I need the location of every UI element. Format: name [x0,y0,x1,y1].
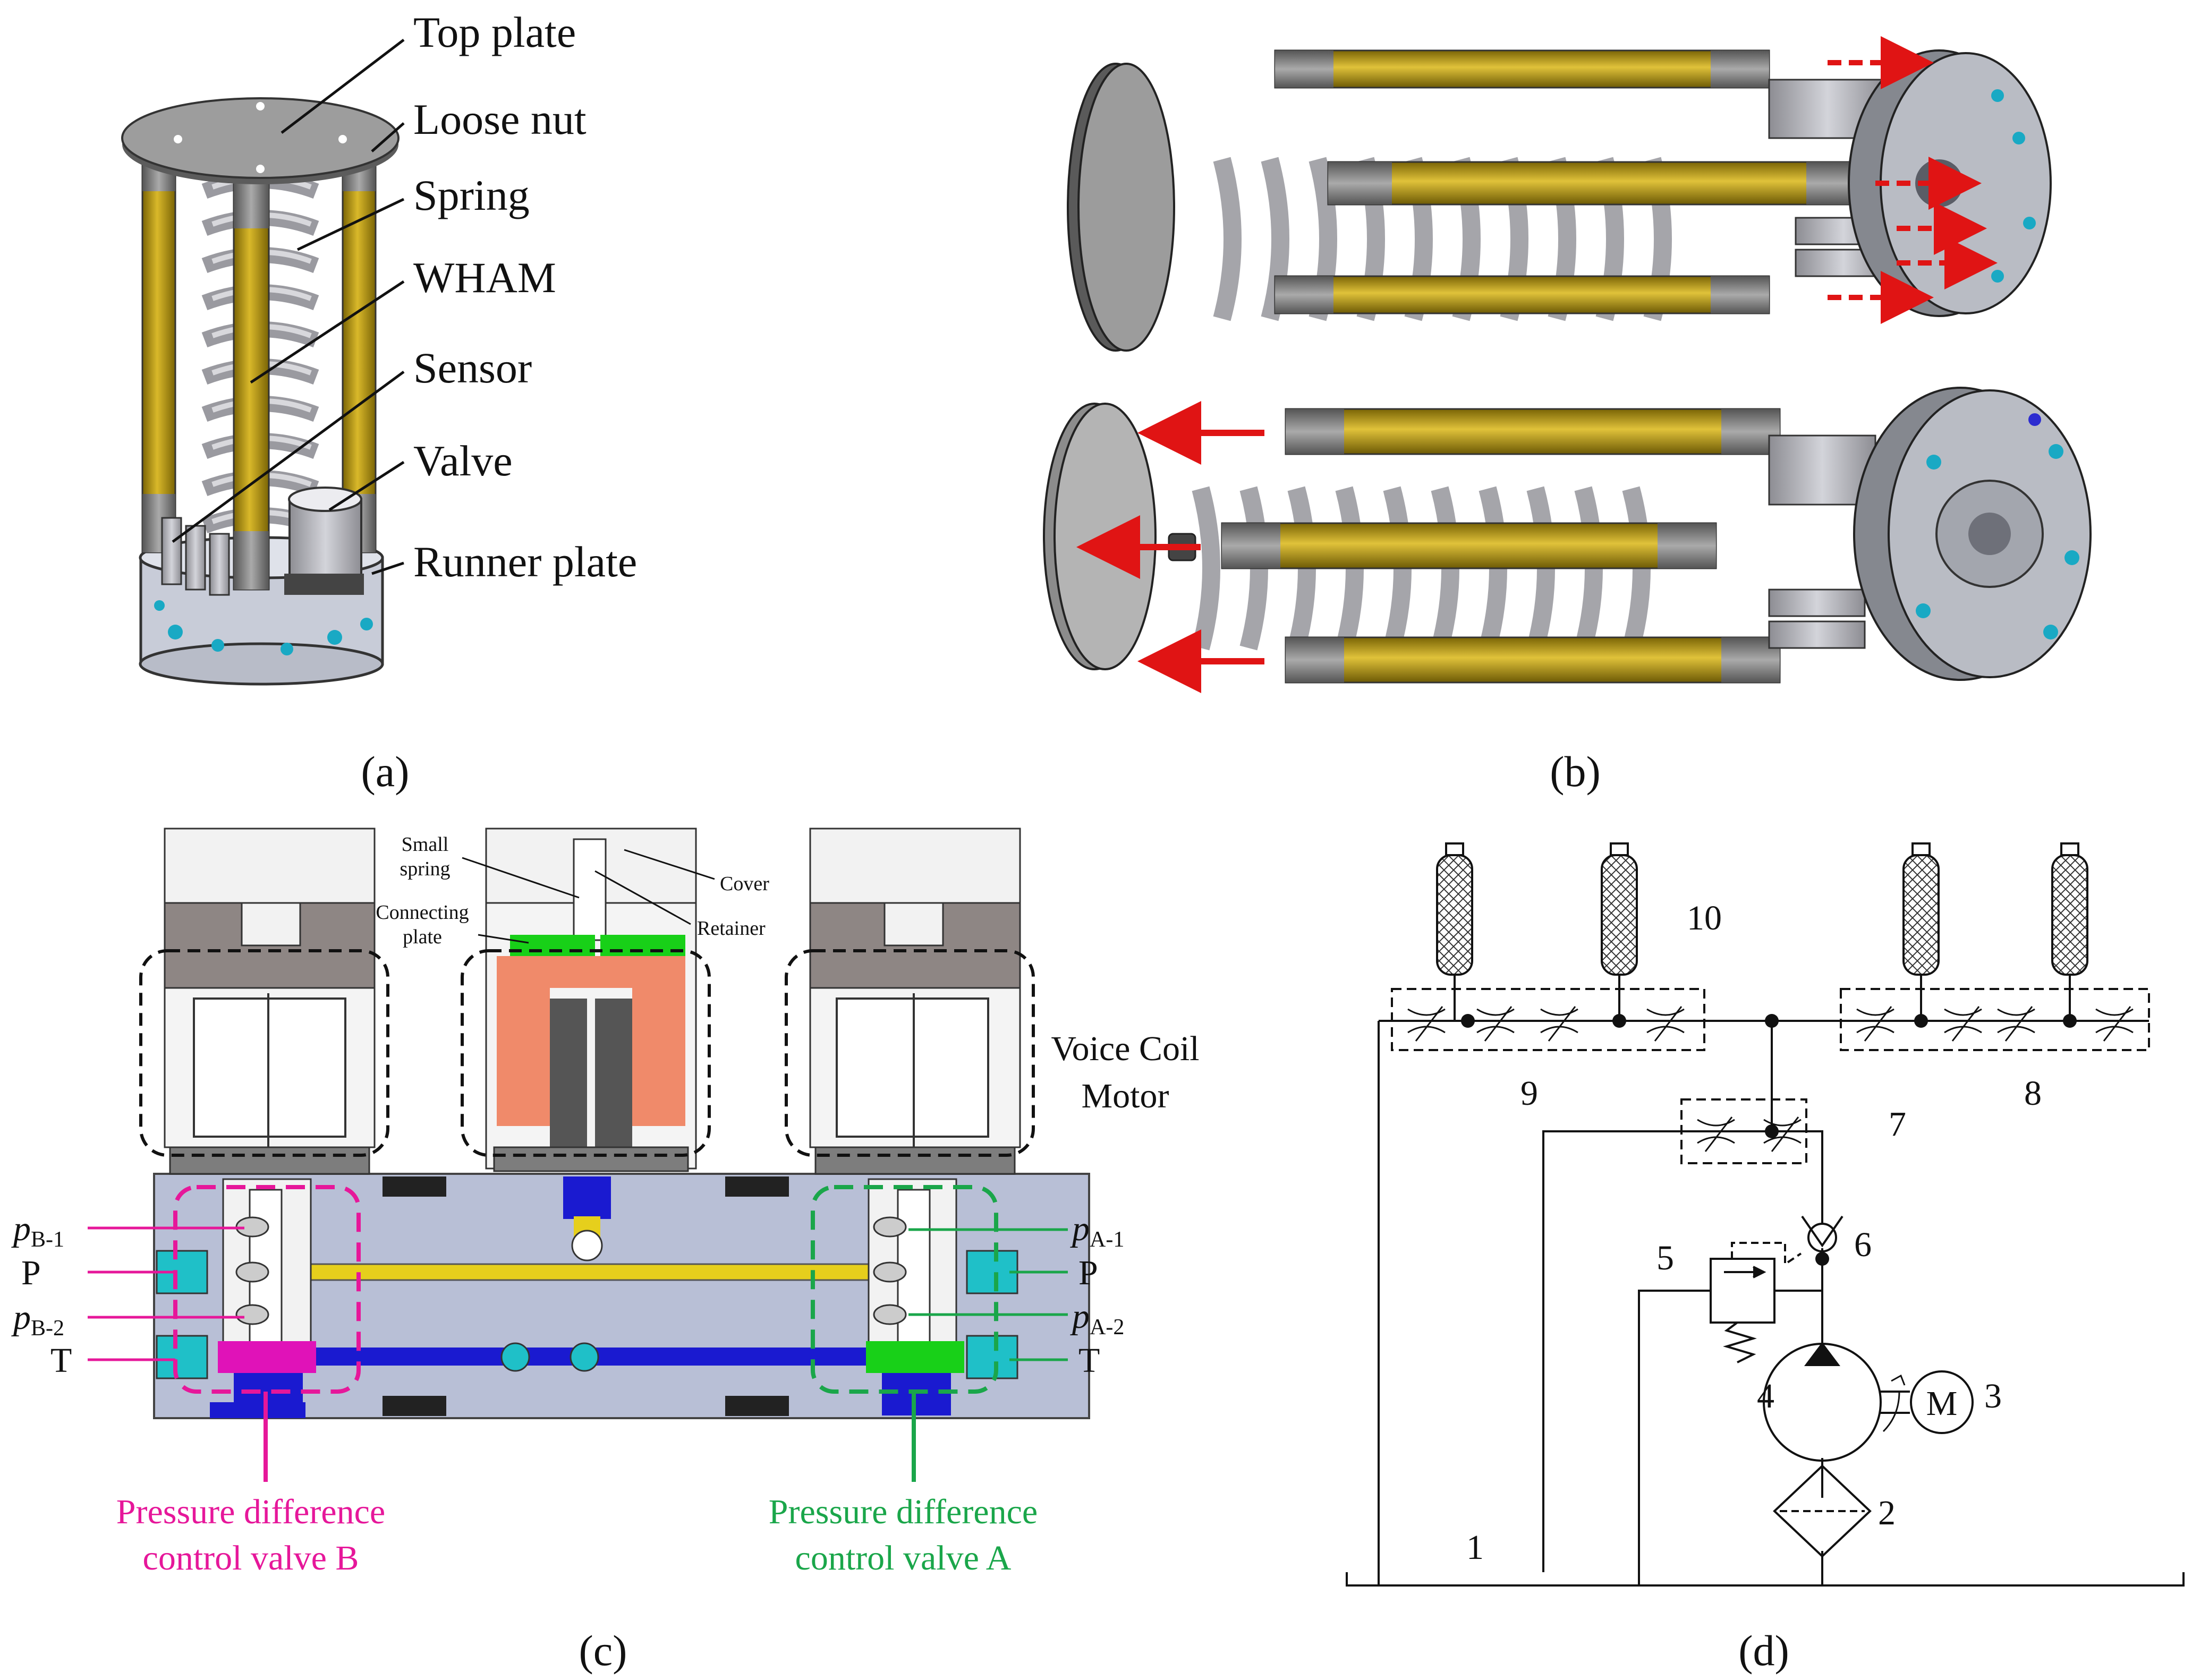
check-valve [1807,1223,1837,1252]
label-1: 1 [1466,1528,1484,1567]
label-9: 9 [1520,1074,1538,1113]
throttle-group-9 [1391,988,1705,1051]
tank [1346,1572,2185,1587]
assembly-arrows [1076,401,1264,693]
port-lines-right [908,1228,1068,1361]
valve-b-outline [173,1185,361,1394]
manifold-slots [383,1176,789,1416]
panel-a: Top plate Loose nut Spring WHAM Sensor V… [121,8,637,796]
port-labels-right: pA-1 P pA-2 T [1070,1209,1124,1380]
top-plate-a [121,97,400,184]
voice-coil-motor-middle [461,828,711,1172]
side-ports [156,1250,1018,1379]
label-motor: M [1926,1384,1958,1423]
port-lines-left [88,1226,244,1361]
valve-a-body [866,1178,964,1415]
label-valve: Valve [413,437,513,485]
caption-d: (d) [1738,1626,1789,1675]
exploded-arrows [1828,36,1998,324]
label-pb2: pB-2 [11,1298,64,1341]
voice-coil-motor-right [785,828,1035,1175]
label-wham: WHAM [413,253,556,302]
label-pa2: pA-2 [1070,1297,1124,1340]
label-10: 10 [1687,899,1722,937]
throttle-group-8 [1840,988,2150,1051]
label-p-left: P [21,1253,41,1292]
label-connecting-plate-2: plate [403,926,442,948]
label-valve-b-2: control valve B [143,1539,359,1577]
caption-b: (b) [1550,747,1601,796]
assembly-exploded-top [1067,36,2052,352]
panel-b: (b) [1043,36,2092,796]
label-t-right: T [1078,1341,1100,1380]
label-6: 6 [1854,1225,1872,1264]
label-small-spring-1: Small [402,833,449,856]
caption-c: (c) [579,1626,627,1675]
label-top-plate: Top plate [413,8,576,56]
relief-valve [1710,1242,1802,1363]
caption-a: (a) [361,747,409,796]
label-4: 4 [1757,1377,1774,1415]
label-sensor: Sensor [413,344,532,392]
valve-a [284,487,364,595]
label-7: 7 [1889,1105,1906,1144]
label-p-right: P [1078,1253,1098,1292]
label-t-left: T [50,1341,72,1380]
p-channel [296,1263,883,1281]
valve-b-body [210,1178,316,1418]
accumulators [1436,842,2088,1021]
labels-c-top: Small spring Connecting plate Cover Reta… [376,833,1199,1115]
label-runner-plate: Runner plate [413,538,637,586]
label-valve-b-1: Pressure difference [116,1493,385,1531]
port-labels-left: pB-1 P pB-2 T [11,1209,72,1380]
label-connecting-plate-1: Connecting [376,901,469,924]
label-8: 8 [2024,1074,2042,1113]
label-3: 3 [1984,1377,2002,1415]
label-pb1: pB-1 [11,1209,64,1252]
labels-a: Top plate Loose nut Spring WHAM Sensor V… [413,8,637,586]
label-5: 5 [1656,1239,1674,1277]
label-pa1: pA-1 [1070,1209,1124,1252]
leader-lines-a [172,39,405,575]
assembly-exploded-bottom [1043,387,2092,693]
label-cover: Cover [720,873,769,895]
label-valve-a-2: control valve A [795,1539,1012,1577]
label-valve-a-1: Pressure difference [769,1493,1038,1531]
label-retainer: Retainer [697,917,766,940]
panel-d [1346,842,2185,1587]
label-small-spring-2: spring [400,858,451,880]
label-2: 2 [1878,1494,1896,1532]
labels-d: 10 9 8 7 6 5 4 M 3 2 1 (d) [1466,899,2042,1675]
sensors-a [161,517,230,596]
panel-c: Small spring Connecting plate Cover Reta… [11,828,1200,1675]
label-voice-coil-1: Voice Coil [1051,1029,1199,1068]
throttle-symbols [1407,1006,2134,1152]
valve-a-outline [811,1185,998,1394]
callout-lines-c [462,849,715,944]
voice-coil-motor-left [139,828,389,1175]
label-spring: Spring [413,171,530,219]
filter [1773,1464,1872,1558]
motor [1910,1370,1974,1434]
label-voice-coil-2: Motor [1082,1077,1169,1115]
label-loose-nut: Loose nut [413,95,587,143]
junction-dots [1461,1014,2077,1266]
